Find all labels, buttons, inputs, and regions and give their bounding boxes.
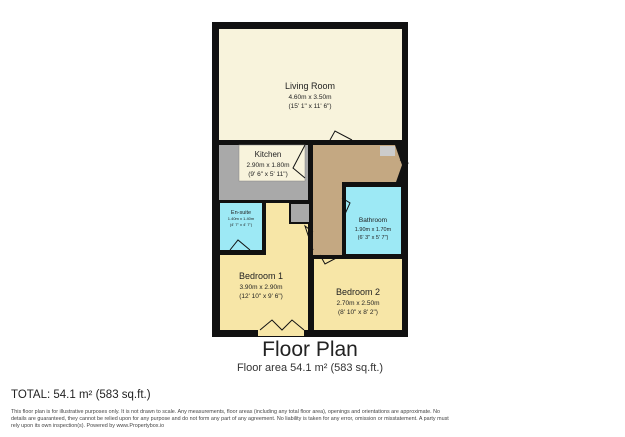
ensuite-label: En-suite 1.40m x 1.40m (4' 7" x 4' 7"): [228, 210, 255, 227]
kitchen-floor: [238, 144, 306, 182]
kitchen-label: Kitchen 2.90m x 1.80m (9' 6" x 5' 11"): [247, 150, 290, 178]
store: [380, 146, 395, 156]
svg-text:En-suite: En-suite: [231, 210, 251, 216]
door-swings: [229, 130, 409, 331]
plan-title: Floor Plan: [262, 338, 358, 361]
floor-area: Floor area 54.1 m² (583 sq.ft.): [236, 362, 384, 374]
svg-text:Kitchen: Kitchen: [255, 150, 282, 159]
svg-text:(8' 10" x 8' 2"): (8' 10" x 8' 2"): [338, 309, 378, 316]
svg-text:2.70m x 2.50m: 2.70m x 2.50m: [337, 300, 380, 307]
svg-text:2.90m x 1.80m: 2.90m x 1.80m: [247, 162, 290, 169]
hallway: [313, 145, 402, 255]
svg-text:Bedroom 1: Bedroom 1: [239, 271, 283, 281]
svg-text:(9' 6" x 5' 11"): (9' 6" x 5' 11"): [248, 171, 288, 178]
bedroom-2: [314, 259, 402, 330]
svg-text:Bedroom 2: Bedroom 2: [336, 287, 380, 297]
living-room: [219, 29, 402, 140]
svg-text:1.90m x 1.70m: 1.90m x 1.70m: [355, 227, 392, 233]
total-area: TOTAL: 54.1 m² (583 sq.ft.): [11, 389, 151, 401]
svg-text:4.60m x 3.50m: 4.60m x 3.50m: [289, 94, 332, 101]
svg-text:Living Room: Living Room: [285, 81, 335, 91]
bathroom-label: Bathroom 1.90m x 1.70m (6' 3" x 5' 7"): [355, 217, 392, 241]
svg-text:Bathroom: Bathroom: [359, 217, 387, 224]
living-room-label: Living Room 4.60m x 3.50m (15' 1" x 11' …: [285, 81, 335, 110]
entrance-door[interactable]: [258, 330, 304, 336]
cupboard: [291, 204, 309, 222]
bathroom: [346, 187, 401, 254]
disclaimer: This floor plan is for illustrative purp…: [11, 409, 449, 429]
svg-text:(15' 1" x 11' 6"): (15' 1" x 11' 6"): [288, 103, 331, 110]
svg-text:(4' 7" x 4' 7"): (4' 7" x 4' 7"): [230, 222, 253, 227]
svg-text:(12' 10" x 9' 6"): (12' 10" x 9' 6"): [239, 293, 283, 300]
svg-text:(6' 3" x 5' 7"): (6' 3" x 5' 7"): [358, 235, 389, 241]
svg-text:1.40m x 1.40m: 1.40m x 1.40m: [228, 216, 255, 221]
svg-text:3.90m x 2.90m: 3.90m x 2.90m: [240, 284, 283, 291]
bedroom-1-label: Bedroom 1 3.90m x 2.90m (12' 10" x 9' 6"…: [239, 271, 283, 300]
bedroom-1: [220, 203, 308, 330]
bedroom-2-label: Bedroom 2 2.70m x 2.50m (8' 10" x 8' 2"): [336, 287, 380, 316]
